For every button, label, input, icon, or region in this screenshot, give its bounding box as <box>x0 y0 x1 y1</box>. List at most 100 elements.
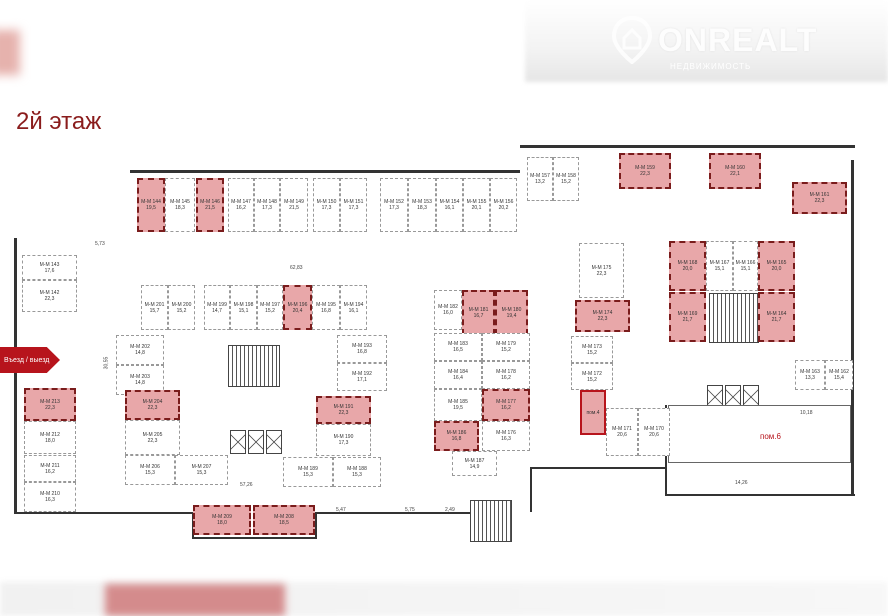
room-id: М-М 206 <box>140 464 160 470</box>
room-area: 22,1 <box>730 171 740 177</box>
premise-6-label: пом.6 <box>760 432 781 441</box>
room-id: М-М 211 <box>40 462 60 469</box>
room-id: М-М 180 <box>501 306 522 313</box>
room-id: М-М 196 <box>287 301 308 308</box>
room-area: 13,2 <box>535 179 545 185</box>
premise-small[interactable]: пом.4 <box>580 390 606 435</box>
room-area: 19,5 <box>146 205 156 211</box>
room-id: М-М 201 <box>144 301 165 308</box>
staircase <box>470 500 512 542</box>
room-area: 22,3 <box>147 405 158 411</box>
premise-6[interactable] <box>668 405 851 463</box>
room-area: 13,3 <box>805 375 815 381</box>
room-id: М-М 188 <box>347 466 367 472</box>
room-area: 22,3 <box>814 198 825 204</box>
room-area: 18,5 <box>279 520 289 526</box>
room-area: 21,5 <box>289 205 299 211</box>
room-id: М-М 154 <box>439 199 460 205</box>
onrealt-logo: ONREALT <box>612 16 817 64</box>
room-id: М-М 212 <box>40 431 60 438</box>
room-id: М-М 147 <box>231 199 251 205</box>
dimension-label: 10,18 <box>800 410 813 416</box>
room-id: М-М 190 <box>333 434 354 440</box>
room-id: М-М 155 <box>466 199 487 205</box>
room-area: 16,3 <box>501 436 511 442</box>
room-area: 18,0 <box>217 520 227 526</box>
room-id: М-М 181 <box>468 306 489 313</box>
